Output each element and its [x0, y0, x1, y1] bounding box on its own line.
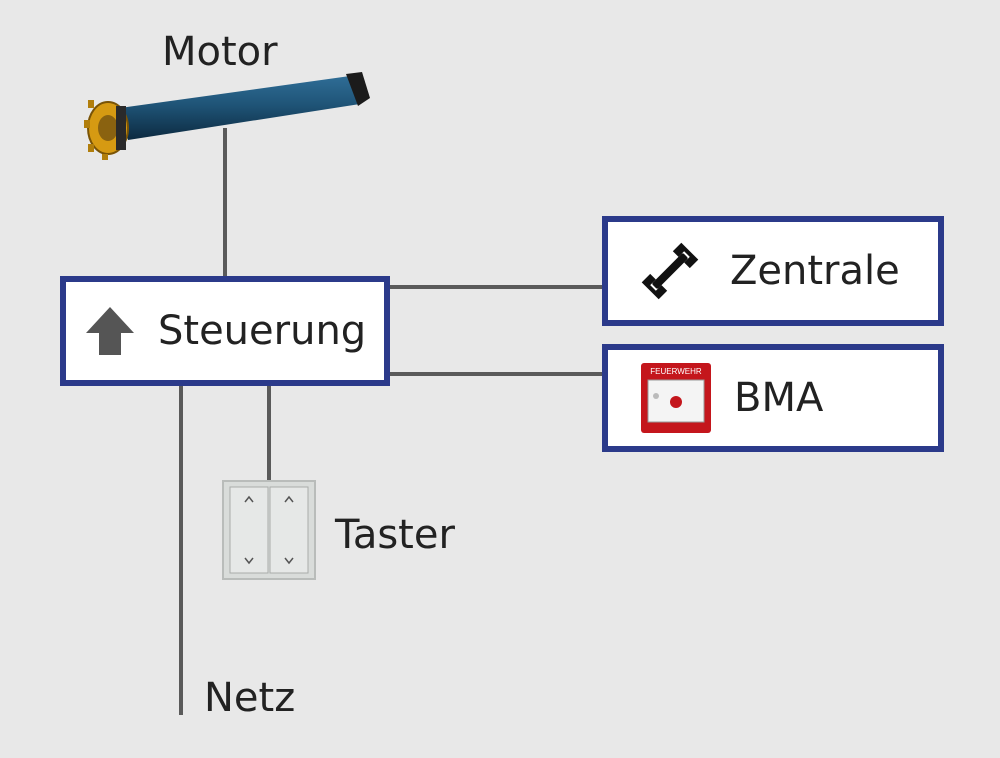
taster-label: Taster — [335, 512, 455, 558]
bma-box: FEUERWEHR BMA — [602, 344, 944, 452]
fire-alarm-call-point-icon: FEUERWEHR — [640, 362, 712, 434]
zentrale-box: Zentrale — [602, 216, 944, 326]
zentrale-label: Zentrale — [730, 248, 900, 294]
motor-label: Motor — [162, 29, 278, 75]
tubular-motor-icon — [78, 70, 378, 170]
wire-steuerung-zentrale — [388, 285, 606, 289]
steuerung-box: Steuerung — [60, 276, 390, 386]
wire-steuerung-taster — [267, 385, 271, 485]
wire-steuerung-bma — [388, 372, 606, 376]
up-arrow-icon — [84, 305, 136, 357]
bma-icon-text: FEUERWEHR — [650, 367, 702, 376]
netz-label: Netz — [204, 675, 296, 721]
wrench-icon — [640, 241, 700, 301]
wire-steuerung-netz — [179, 385, 183, 715]
double-rocker-switch-icon — [222, 480, 316, 580]
steuerung-label: Steuerung — [158, 308, 367, 354]
bma-label: BMA — [734, 375, 824, 421]
wire-motor-steuerung — [223, 128, 227, 280]
